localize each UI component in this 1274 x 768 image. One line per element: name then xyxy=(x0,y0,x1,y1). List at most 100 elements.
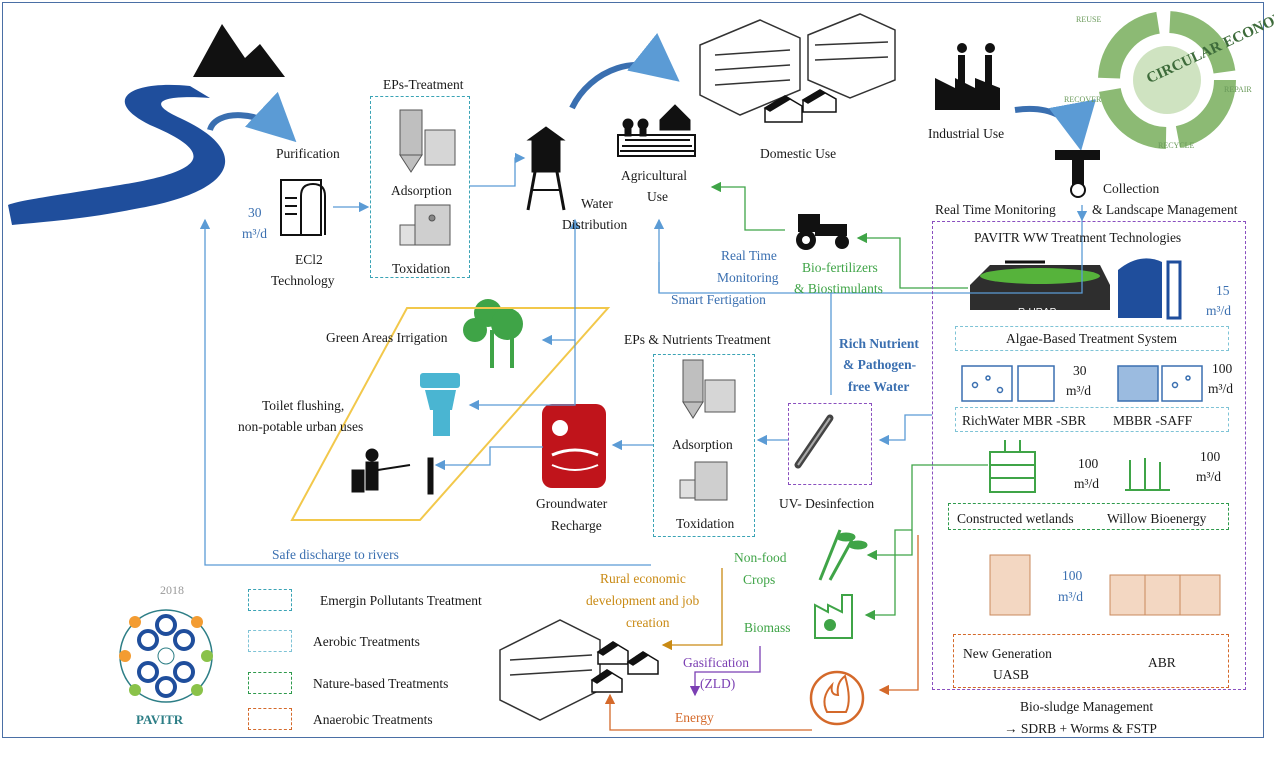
bio-fertilizers-line2: & Biostimulants xyxy=(794,281,883,296)
pressure-washer-icon xyxy=(351,448,434,495)
capacity-unit: m³/d xyxy=(1058,589,1084,604)
tank-icon xyxy=(1118,258,1182,320)
capacity-unit: m³/d xyxy=(1206,303,1232,318)
capacity-unit: m³/d xyxy=(1208,381,1234,396)
water-flow-lines xyxy=(199,152,1088,566)
rt-monitoring-line2: Monitoring xyxy=(717,270,779,285)
capacity-unit: m³/d xyxy=(1196,469,1222,484)
buildings-icon xyxy=(499,619,601,721)
year-label: 2018 xyxy=(160,583,184,597)
uv-label: UV- Desinfection xyxy=(779,496,875,511)
toxidation-label: Toxidation xyxy=(676,516,735,531)
use-label: Use xyxy=(647,189,668,204)
legend-label: Nature-based Treatments xyxy=(313,676,449,691)
rt-monitoring-line3: Smart Fertigation xyxy=(671,292,766,307)
abr-label: ABR xyxy=(1148,655,1176,670)
uasb-reactor-icon xyxy=(989,554,1031,616)
energy-flow-line xyxy=(604,693,812,731)
biomass-label: Biomass xyxy=(744,620,791,635)
adsorption-label: Adsorption xyxy=(391,183,452,198)
circular-economy-icon xyxy=(1098,11,1236,149)
legend-swatch-eps xyxy=(248,589,292,611)
capacity-unit: m³/d xyxy=(1066,383,1092,398)
rich-nutrient-line3: free Water xyxy=(848,379,910,394)
new-generation-label: New Generation xyxy=(963,646,1052,661)
irrigation-zone xyxy=(290,307,611,521)
eps-treatment-title: EPs-Treatment xyxy=(383,77,464,92)
gasification-flow-line xyxy=(689,646,761,697)
pavitr-technologies-box xyxy=(932,221,1246,690)
rural-line3: creation xyxy=(626,615,670,630)
adsorption-column-icon xyxy=(399,109,456,173)
algae-system-label: Algae-Based Treatment System xyxy=(1006,331,1177,346)
capacity-unit: m³/d xyxy=(1074,476,1100,491)
recycle-label: RECYCLE xyxy=(1158,141,1195,150)
uasb-label: UASB xyxy=(993,667,1030,682)
biomass-factory-icon xyxy=(814,594,853,639)
capacity-value: 100 xyxy=(1200,449,1221,464)
buildings-icon xyxy=(699,13,896,116)
houses-icon xyxy=(763,89,837,123)
aerobic-label-box xyxy=(955,407,1229,432)
willow-label: Willow Bioenergy xyxy=(1107,511,1207,526)
legend-label: Anaerobic Treatments xyxy=(313,712,433,727)
rich-nutrient-line2: & Pathogen- xyxy=(843,357,917,372)
rural-line2: development and job xyxy=(586,593,700,608)
water-tower-icon xyxy=(526,126,566,211)
legend-label: Aerobic Treatments xyxy=(313,634,420,649)
nutrient-flow-lines xyxy=(710,181,988,621)
pavitr-logo-icon xyxy=(119,609,213,703)
mbr-icon xyxy=(961,365,1055,402)
purification-label: Purification xyxy=(276,146,340,161)
sdrb-label: → SDRB + Worms & FSTP xyxy=(1004,721,1157,736)
capacity-value: 15 xyxy=(1216,283,1230,298)
eps-treatment-box xyxy=(370,96,470,278)
energy-label: Energy xyxy=(675,710,714,725)
tree-icon xyxy=(463,299,523,368)
technology-label: Technology xyxy=(271,273,335,288)
gasification-label: Gasification xyxy=(683,655,749,670)
collection-label: Collection xyxy=(1103,181,1160,196)
mbbr-icon xyxy=(1117,365,1203,402)
capacity-value: 100 xyxy=(1212,361,1233,376)
ecl2-tank-icon xyxy=(280,179,326,236)
legend-swatch-anaerobic xyxy=(248,708,292,730)
toilet-icon xyxy=(420,373,460,436)
mbbr-label: MBBR -SAFF xyxy=(1113,413,1193,428)
fire-icon xyxy=(809,670,865,726)
rich-nutrient-line1: Rich Nutrient xyxy=(839,336,919,351)
pavitr-label: PAVITR xyxy=(136,712,184,727)
sludge-flow-line xyxy=(878,535,919,696)
distribution-label: Distribution xyxy=(562,217,628,232)
bio-fertilizers-line1: Bio-fertilizers xyxy=(802,260,878,275)
agricultural-label: Agricultural xyxy=(621,168,687,183)
rural-flow-line xyxy=(661,568,723,651)
toilet-line1: Toilet flushing, xyxy=(262,398,345,413)
real-time-monitoring-label: Real Time Monitoring xyxy=(935,202,1056,217)
river-to-purification-arrow xyxy=(207,91,297,143)
tractor-icon xyxy=(796,214,849,250)
bamboo-icon xyxy=(818,529,868,581)
willow-icon xyxy=(1125,458,1170,491)
green-areas-label: Green Areas Irrigation xyxy=(326,330,448,345)
zld-label: (ZLD) xyxy=(700,676,736,691)
landscape-label: & Landscape Management xyxy=(1092,202,1238,217)
richwater-label: RichWater MBR -SBR xyxy=(962,413,1087,428)
industry-to-collection-arrow xyxy=(1014,99,1096,151)
farm-icon xyxy=(617,104,696,157)
recover-label: RECOVER xyxy=(1064,95,1102,104)
abr-reactor-icon xyxy=(1109,574,1221,616)
capacity-unit: m³/d xyxy=(242,226,268,241)
constructed-wetlands-label: Constructed wetlands xyxy=(957,511,1074,526)
toxidation-unit-icon xyxy=(679,461,728,501)
adsorption-column-icon xyxy=(682,359,736,419)
toilet-line2: non-potable urban uses xyxy=(238,419,364,434)
industrial-use-label: Industrial Use xyxy=(928,126,1005,141)
adsorption-label: Adsorption xyxy=(672,437,733,452)
non-food-line2: Crops xyxy=(743,572,776,587)
eps-nutrients-box xyxy=(653,354,755,537)
legend-swatch-aerobic xyxy=(248,630,292,652)
toxidation-unit-icon xyxy=(399,204,451,246)
rhrap-pond-icon xyxy=(970,260,1110,310)
